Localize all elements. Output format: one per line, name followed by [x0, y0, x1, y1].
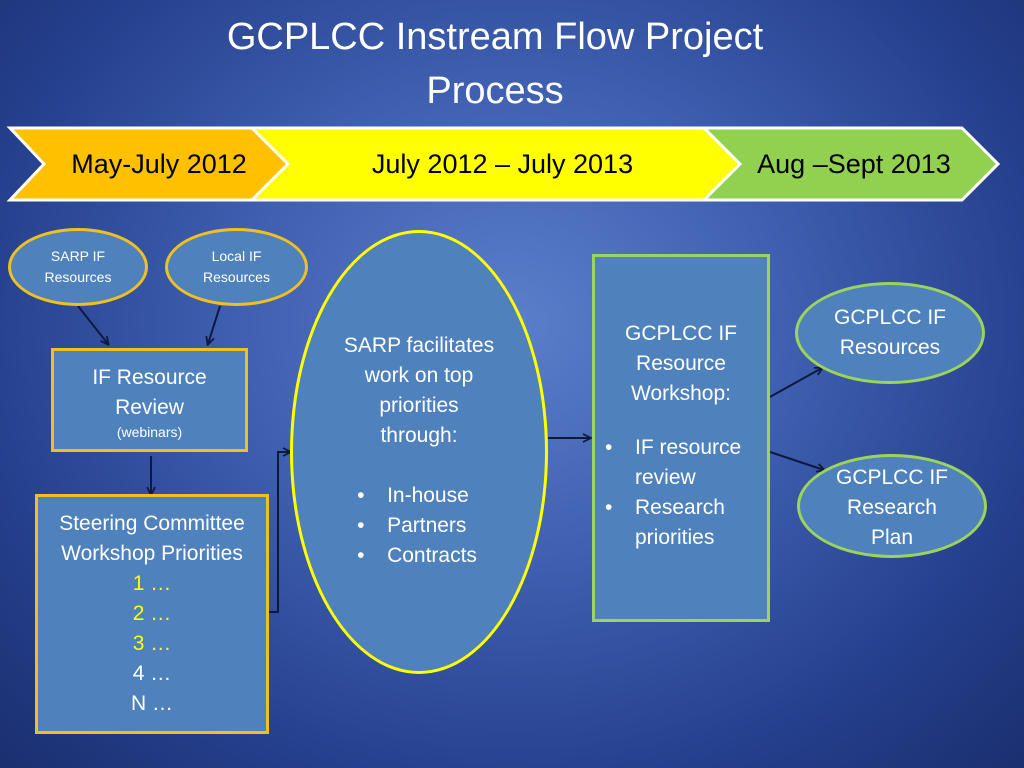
sarp-fac-bullets: In-house Partners Contracts — [355, 481, 477, 571]
sarp-fac-line-3: priorities — [379, 394, 459, 417]
sarp-if-resources-node: SARP IF Resources — [8, 228, 148, 306]
priority-1: 1 … — [132, 572, 172, 595]
priority-n: N … — [131, 692, 173, 715]
slide-title: GCPLCC Instream Flow Project Process — [180, 10, 810, 118]
sarp-facilitates-node: SARP facilitates work on top priorities … — [290, 230, 548, 674]
steering-committee-node: Steering Committee Workshop Priorities 1… — [35, 494, 269, 734]
timeline-label-3: Aug –Sept 2013 — [757, 149, 951, 179]
sarp-fac-line-4: through: — [380, 424, 458, 447]
bullet-research-priorities: Research priorities — [603, 493, 767, 553]
workshop-line-3: Workshop: — [631, 382, 731, 405]
priority-3: 3 … — [132, 632, 172, 655]
priority-4: 4 … — [132, 662, 172, 685]
workshop-line-1: GCPLCC IF — [624, 322, 737, 345]
priority-2: 2 … — [132, 602, 172, 625]
gcplcc-research-plan-node: GCPLCC IF Research Plan — [797, 454, 987, 558]
workshop-line-2: Resource — [636, 352, 726, 375]
timeline-label-2: July 2012 – July 2013 — [371, 149, 634, 179]
local-if-line-1: Local IF — [211, 248, 262, 264]
bullet-1-line-2: review — [635, 466, 696, 489]
review-line-1: IF Resource — [92, 366, 207, 389]
bullet-contracts: Contracts — [355, 541, 477, 571]
sarp-fac-line-2: work on top — [364, 364, 474, 387]
title-line-1: GCPLCC Instream Flow Project — [226, 16, 764, 58]
gcplcc-plan-line-1: GCPLCC IF — [835, 466, 948, 489]
bullet-1-line-1: IF resource — [635, 436, 742, 459]
review-note: (webinars) — [116, 424, 183, 440]
gcplcc-plan-line-2: Research — [847, 496, 937, 519]
workshop-bullets: IF resource review Research priorities — [603, 433, 767, 553]
gcplcc-workshop-node: GCPLCC IF Resource Workshop: IF resource… — [592, 254, 770, 622]
if-resource-review-node: IF Resource Review (webinars) — [51, 348, 248, 452]
local-if-resources-node: Local IF Resources — [165, 228, 308, 306]
sarp-if-line-1: SARP IF — [50, 248, 106, 264]
bullet-if-resource-review: IF resource review — [603, 433, 767, 493]
bullet-2-line-1: Research — [635, 496, 725, 519]
local-if-line-2: Resources — [203, 269, 270, 285]
gcplcc-if-resources-node: GCPLCC IF Resources — [795, 282, 985, 384]
gcplcc-res-line-2: Resources — [839, 336, 941, 359]
timeline-segment-3 — [700, 126, 1001, 202]
steering-line-2: Workshop Priorities — [61, 542, 243, 565]
review-line-2: Review — [115, 396, 184, 419]
timeline-label-1: May-July 2012 — [71, 149, 247, 179]
sarp-fac-line-1: SARP facilitates — [343, 334, 495, 357]
steering-line-1: Steering Committee — [59, 512, 245, 535]
bullet-in-house: In-house — [355, 481, 477, 511]
gcplcc-plan-line-3: Plan — [870, 526, 914, 549]
sarp-if-line-2: Resources — [44, 269, 112, 285]
gcplcc-res-line-1: GCPLCC IF — [833, 306, 946, 329]
title-line-2: Process — [426, 70, 564, 112]
bullet-2-line-2: priorities — [635, 526, 715, 549]
bullet-partners: Partners — [355, 511, 477, 541]
